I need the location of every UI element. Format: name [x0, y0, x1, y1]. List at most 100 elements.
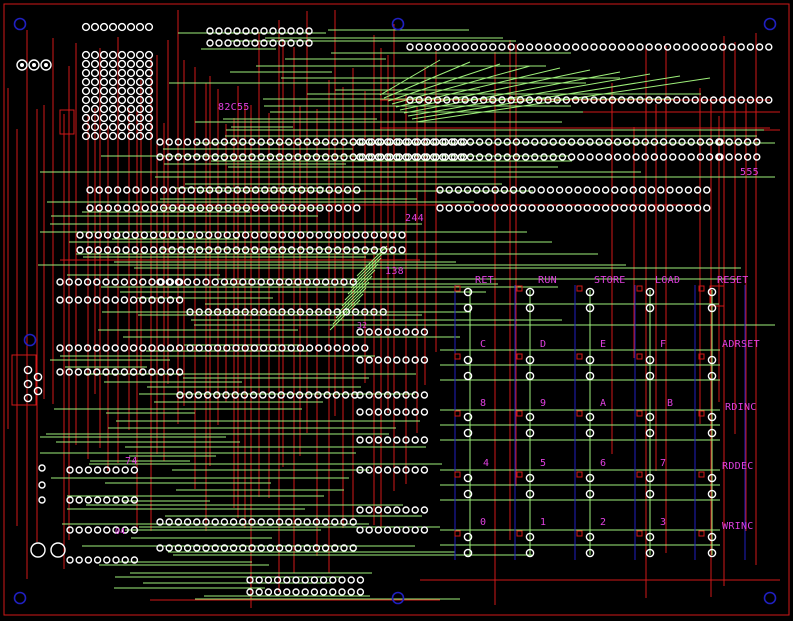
pad: [90, 50, 100, 60]
pad: [33, 372, 43, 382]
pad: [558, 153, 567, 161]
pad: [707, 371, 717, 381]
pad: [287, 27, 295, 35]
pad: [83, 344, 92, 352]
pad: [613, 153, 622, 161]
pad: [669, 138, 677, 146]
pad: [463, 489, 473, 499]
pad: [342, 344, 351, 352]
pad: [108, 22, 118, 32]
pad-square: [576, 410, 583, 417]
key-label-6: 6: [600, 458, 607, 469]
pad: [463, 371, 473, 381]
pad-square: [636, 353, 643, 360]
pad: [287, 344, 295, 352]
pad: [525, 428, 535, 438]
pad: [356, 588, 365, 596]
pad: [275, 518, 284, 526]
pad: [592, 186, 601, 194]
pad: [420, 526, 429, 534]
pad: [585, 355, 595, 365]
pad: [165, 278, 173, 286]
pad: [315, 308, 323, 316]
pad: [211, 544, 219, 552]
key-label-e: E: [600, 339, 607, 350]
pad: [102, 344, 110, 352]
pad: [737, 43, 745, 51]
pad: [186, 344, 194, 352]
pad: [383, 466, 392, 474]
pad: [126, 95, 136, 105]
key-label-adrset: ADRSET: [722, 339, 760, 350]
pad: [312, 153, 321, 161]
pad: [577, 153, 585, 161]
pad: [463, 355, 473, 365]
pad: [463, 204, 472, 212]
pad: [156, 518, 164, 526]
green-trace: [403, 71, 621, 114]
pad: [374, 506, 383, 514]
pad: [166, 344, 175, 352]
pad: [528, 204, 536, 212]
pad: [156, 153, 164, 161]
pad: [365, 466, 373, 474]
pad: [645, 548, 655, 558]
pad: [540, 153, 548, 161]
pad: [500, 204, 509, 212]
pad: [148, 278, 156, 286]
pad-square: [576, 285, 583, 292]
pad: [604, 138, 613, 146]
pad: [700, 43, 709, 51]
pad: [174, 138, 183, 146]
pad: [509, 204, 518, 212]
pad: [716, 153, 724, 161]
pad: [356, 153, 364, 161]
pad: [324, 246, 333, 254]
pad: [94, 231, 103, 239]
pad: [135, 77, 145, 87]
pad: [737, 96, 745, 104]
pad: [148, 368, 156, 376]
green-trace: [353, 251, 385, 283]
pad: [645, 303, 655, 313]
pad: [420, 436, 429, 444]
pad: [144, 86, 154, 96]
pad: [755, 96, 764, 104]
pad: [90, 59, 100, 69]
pad: [503, 138, 511, 146]
pad: [595, 153, 603, 161]
pad: [157, 344, 165, 352]
pad: [144, 68, 154, 78]
pad: [183, 518, 192, 526]
pad: [223, 231, 231, 239]
pad: [144, 50, 154, 60]
pad: [278, 308, 286, 316]
pad: [104, 186, 113, 194]
pad: [577, 138, 585, 146]
pad-square: [698, 353, 705, 360]
pad: [445, 186, 453, 194]
pad: [498, 43, 506, 51]
pad: [321, 138, 330, 146]
pad: [90, 104, 100, 114]
pad: [251, 27, 259, 35]
pad: [470, 96, 479, 104]
pad: [135, 59, 145, 69]
pad: [117, 95, 127, 105]
pad: [120, 368, 129, 376]
pad: [99, 59, 109, 69]
pad: [411, 436, 419, 444]
pad: [586, 153, 594, 161]
pad: [315, 231, 323, 239]
pad: [135, 131, 145, 141]
pad: [117, 77, 127, 87]
pad: [645, 412, 655, 422]
pad: [324, 344, 332, 352]
pad: [707, 303, 717, 313]
pad: [165, 153, 173, 161]
pad: [358, 153, 367, 161]
pad: [144, 104, 154, 114]
pad: [617, 43, 626, 51]
pad: [121, 466, 129, 474]
pad: [608, 43, 617, 51]
